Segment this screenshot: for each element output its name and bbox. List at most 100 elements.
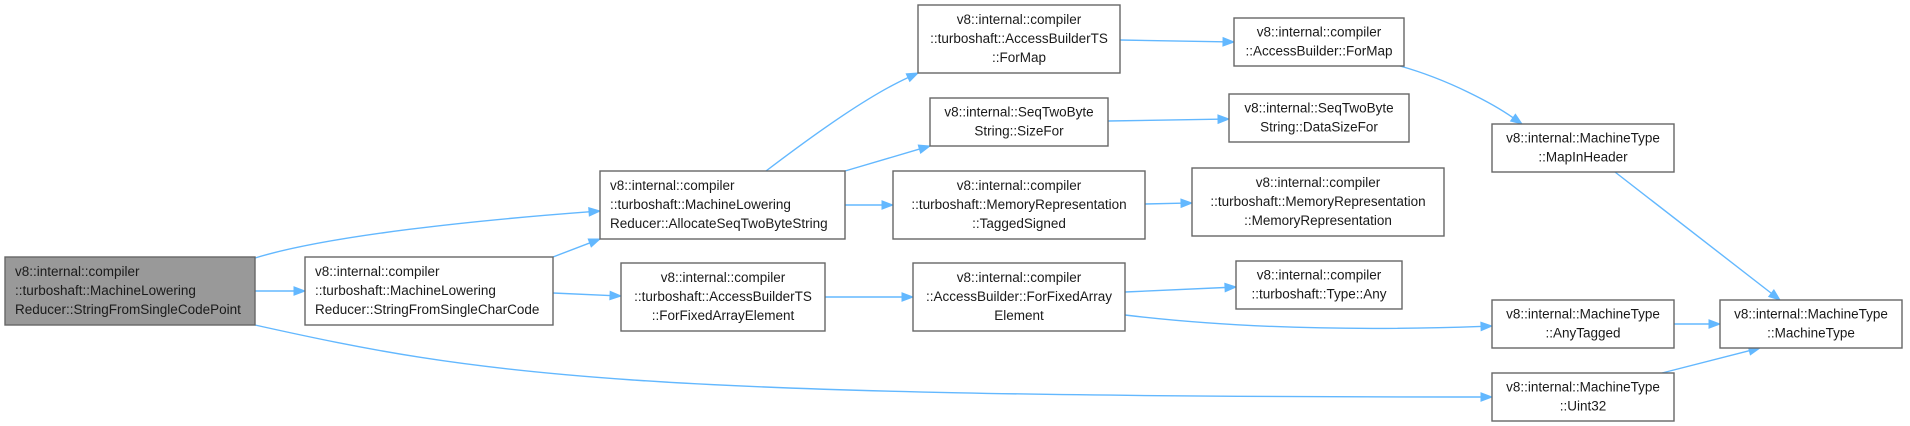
node-label-line: v8::internal::compiler [1257, 268, 1382, 283]
edge-abts_formap-to-ab_formap [1119, 39, 1224, 43]
node-box [1191, 167, 1445, 237]
node-label-line: ::MachineType [1767, 326, 1855, 341]
node-access-builder-for-map[interactable]: v8::internal::compiler::AccessBuilder::F… [1233, 17, 1405, 67]
node-box [1233, 17, 1405, 67]
node-box [1491, 299, 1675, 349]
edge-strfromchar-to-abts_ffae [552, 292, 611, 297]
node-label-line: ::turboshaft::AccessBuilderTS [930, 31, 1108, 46]
node-box [1228, 93, 1410, 143]
nodes-layer: v8::internal::compiler::turboshaft::Mach… [4, 4, 1903, 422]
edge-ab_formap-to-mapinheader [1399, 65, 1514, 119]
node-access-builder-ts-for-map[interactable]: v8::internal::compiler::turboshaft::Acce… [917, 4, 1121, 74]
node-label-line: ::turboshaft::AccessBuilderTS [634, 289, 812, 304]
arrowhead [901, 292, 915, 302]
node-label-line: Reducer::AllocateSeqTwoByteString [610, 216, 828, 231]
arrowhead [588, 206, 602, 217]
node-label-line: ::turboshaft::MachineLowering [315, 283, 496, 298]
node-label-line: v8::internal::compiler [315, 264, 440, 279]
node-label-line: v8::internal::compiler [661, 270, 786, 285]
node-box [929, 97, 1109, 147]
node-label-line: v8::internal::MachineType [1506, 131, 1660, 146]
edge-root-to-uint32 [254, 324, 1482, 398]
arrowhead [1767, 289, 1782, 301]
node-label-line: ::ForFixedArrayElement [652, 308, 795, 323]
node-label-line: v8::internal::compiler [610, 178, 735, 193]
arrowhead [1509, 113, 1524, 125]
node-box [620, 262, 826, 332]
node-box [917, 4, 1121, 74]
node-label-line: String::DataSizeFor [1260, 120, 1378, 135]
node-label-line: ::AnyTagged [1545, 326, 1620, 341]
edge-allocseq-to-abts_formap [765, 76, 909, 172]
node-box [304, 256, 554, 326]
edge-allocseq-to-seqsizefor [844, 148, 920, 172]
node-label-line: ::MemoryRepresentation [1244, 213, 1392, 228]
node-label-line: ::turboshaft::Type::Any [1251, 287, 1386, 302]
node-machine-type-uint32[interactable]: v8::internal::MachineType::Uint32 [1491, 372, 1675, 422]
edges-layer [254, 36, 1782, 402]
arrowhead [1180, 198, 1194, 209]
node-label-line: Element [994, 308, 1044, 323]
node-seq-two-byte-string-data-size-for[interactable]: v8::internal::SeqTwoByteString::DataSize… [1228, 93, 1410, 143]
edge-memrep_ts-to-memrep_ctor [1144, 202, 1182, 205]
node-memory-representation-constructor[interactable]: v8::internal::compiler::turboshaft::Memo… [1191, 167, 1445, 237]
node-box [1719, 299, 1903, 349]
node-machine-type-map-in-header[interactable]: v8::internal::MachineType::MapInHeader [1491, 123, 1675, 173]
arrowhead [1217, 114, 1231, 125]
node-label-line: Reducer::StringFromSingleCodePoint [15, 302, 241, 317]
node-access-builder-for-fixed-array-element[interactable]: v8::internal::compiler::AccessBuilder::F… [912, 262, 1126, 332]
edge-seqsizefor-to-datasizefor [1107, 118, 1219, 122]
node-box [892, 170, 1146, 240]
arrowhead [881, 200, 895, 210]
node-box [1491, 123, 1675, 173]
arrowhead [1708, 319, 1722, 329]
node-label-line: String::SizeFor [974, 124, 1064, 139]
edge-uint32-to-mtctor [1661, 350, 1750, 374]
node-label-line: ::ForMap [992, 50, 1046, 65]
node-memory-representation-tagged-signed[interactable]: v8::internal::compiler::turboshaft::Memo… [892, 170, 1146, 240]
node-label-line: v8::internal::MachineType [1506, 307, 1660, 322]
node-turboshaft-type-any[interactable]: v8::internal::compiler::turboshaft::Type… [1235, 260, 1403, 310]
arrowhead [917, 144, 932, 154]
node-string-from-single-code-point[interactable]: v8::internal::compiler::turboshaft::Mach… [4, 256, 256, 326]
node-label-line: Reducer::StringFromSingleCharCode [315, 302, 539, 317]
node-seq-two-byte-string-size-for[interactable]: v8::internal::SeqTwoByteString::SizeFor [929, 97, 1109, 147]
node-machine-type-constructor[interactable]: v8::internal::MachineType::MachineType [1719, 299, 1903, 349]
node-label-line: v8::internal::compiler [957, 270, 1082, 285]
arrowhead [1480, 392, 1494, 402]
arrowhead [1224, 282, 1238, 293]
arrowhead [587, 238, 602, 248]
node-label-line: ::turboshaft::MachineLowering [610, 197, 791, 212]
node-access-builder-ts-for-fixed-array-element[interactable]: v8::internal::compiler::turboshaft::Acce… [620, 262, 826, 332]
edge-root-to-allocseq [254, 211, 590, 259]
node-box [1491, 372, 1675, 422]
node-label-line: v8::internal::compiler [957, 178, 1082, 193]
node-machine-type-any-tagged[interactable]: v8::internal::MachineType::AnyTagged [1491, 299, 1675, 349]
node-box [4, 256, 256, 326]
node-label-line: ::turboshaft::MachineLowering [15, 283, 196, 298]
node-label-line: v8::internal::compiler [957, 12, 1082, 27]
node-allocate-seq-two-byte-string[interactable]: v8::internal::compiler::turboshaft::Mach… [599, 170, 846, 240]
node-label-line: v8::internal::SeqTwoByte [944, 105, 1093, 120]
edge-strfromchar-to-allocseq [552, 242, 590, 258]
node-box [912, 262, 1126, 332]
arrowhead [1480, 321, 1494, 332]
node-label-line: ::AccessBuilder::ForMap [1245, 44, 1392, 59]
node-label-line: ::Uint32 [1560, 399, 1607, 414]
node-label-line: v8::internal::MachineType [1734, 307, 1888, 322]
node-box [1235, 260, 1403, 310]
edge-ab_ffae-to-anytagged [1124, 314, 1482, 330]
node-label-line: v8::internal::SeqTwoByte [1244, 101, 1393, 116]
node-string-from-single-char-code[interactable]: v8::internal::compiler::turboshaft::Mach… [304, 256, 554, 326]
arrowhead [293, 286, 307, 296]
node-label-line: ::turboshaft::MemoryRepresentation [911, 197, 1126, 212]
edge-ab_ffae-to-typeany [1124, 286, 1226, 293]
node-box [599, 170, 846, 240]
node-label-line: ::MapInHeader [1538, 150, 1628, 165]
arrowhead [905, 72, 920, 83]
node-label-line: v8::internal::compiler [15, 264, 140, 279]
edge-mapinheader-to-mtctor [1614, 171, 1772, 294]
node-label-line: ::AccessBuilder::ForFixedArray [926, 289, 1112, 304]
node-label-line: ::TaggedSigned [972, 216, 1066, 231]
